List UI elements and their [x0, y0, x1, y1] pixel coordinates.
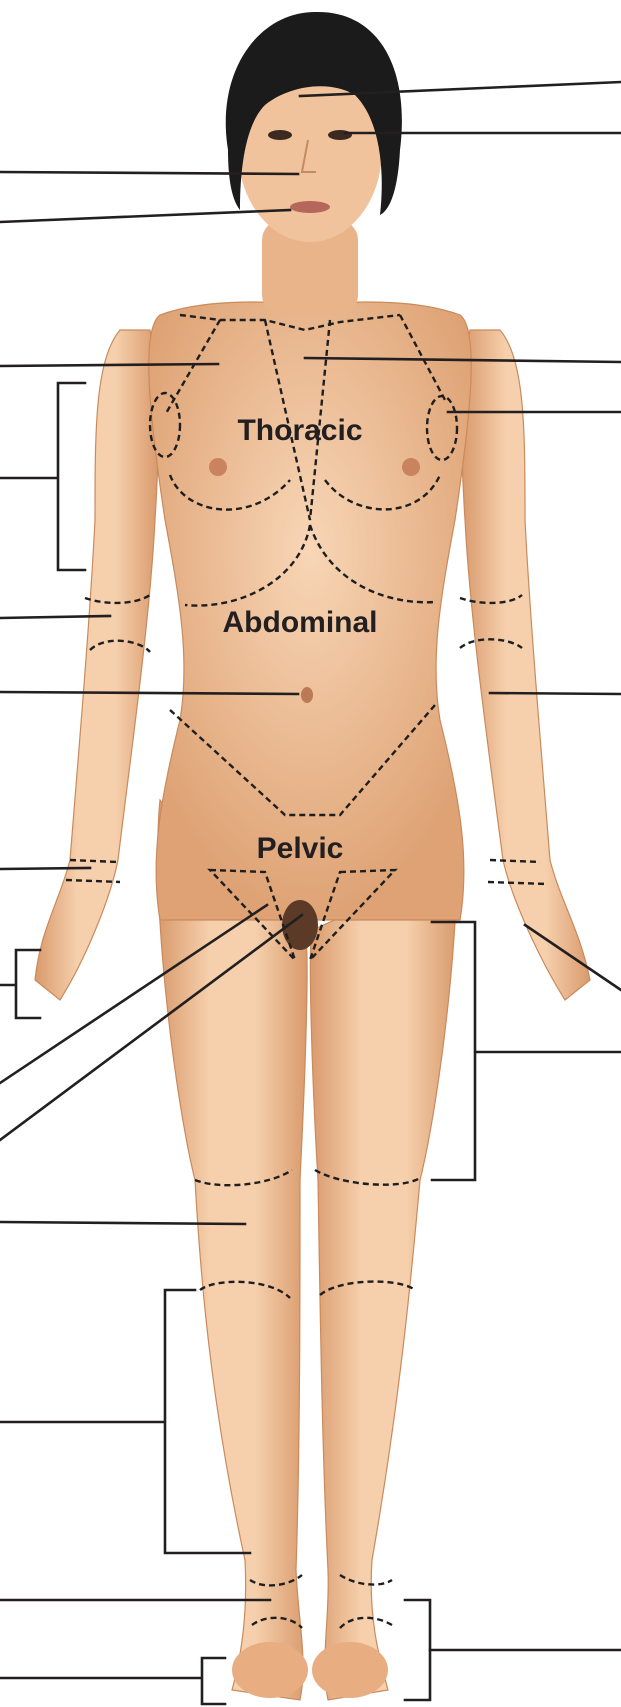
leader-line-knee-left — [0, 1220, 247, 1226]
hair — [225, 11, 402, 215]
leader-line-chest-left — [0, 362, 220, 368]
abdominal-label: Abdominal — [223, 606, 378, 639]
right-nipple — [402, 458, 420, 476]
leader-line-forehead — [298, 80, 621, 98]
left-leg — [157, 798, 308, 1701]
nose — [300, 139, 316, 173]
leader-line-navel — [0, 690, 300, 696]
right-leg — [309, 798, 458, 1701]
region-boundaries — [65, 313, 549, 1629]
left-nipple — [209, 458, 227, 476]
bracket-foot-right — [403, 1598, 621, 1702]
bracket-leg-left — [0, 1288, 252, 1555]
neck — [262, 220, 358, 315]
left-leader-lines — [0, 170, 304, 1706]
leader-line-nose — [0, 170, 300, 176]
left-eye — [268, 130, 292, 140]
leader-line-wrist-left — [0, 866, 92, 871]
pelvic-label: Pelvic — [257, 832, 344, 865]
left-arm — [34, 329, 159, 1001]
leader-line-groin-2 — [0, 913, 304, 1142]
leader-line-groin-1 — [0, 903, 269, 1085]
right-leader-lines — [298, 80, 621, 1702]
leader-line-sternum — [303, 356, 621, 364]
leader-line-palm-right — [523, 923, 621, 992]
navel — [301, 687, 313, 703]
right-foot — [312, 1642, 388, 1698]
thoracic-label: Thoracic — [237, 414, 362, 447]
bracket-thigh-right — [430, 920, 621, 1182]
mouth — [290, 201, 330, 213]
bracket-fingers-left — [0, 948, 42, 1020]
right-arm — [461, 329, 591, 1001]
head — [238, 58, 382, 242]
pubic-area — [282, 900, 318, 950]
left-foot — [232, 1642, 308, 1698]
bracket-foot-left — [0, 1656, 227, 1706]
leader-line-forearm-right — [488, 691, 621, 696]
right-eye — [328, 130, 352, 140]
leader-line-mouth — [0, 208, 292, 224]
bracket-thoracic-left — [0, 381, 87, 572]
leader-line-elbow-left — [0, 614, 112, 620]
